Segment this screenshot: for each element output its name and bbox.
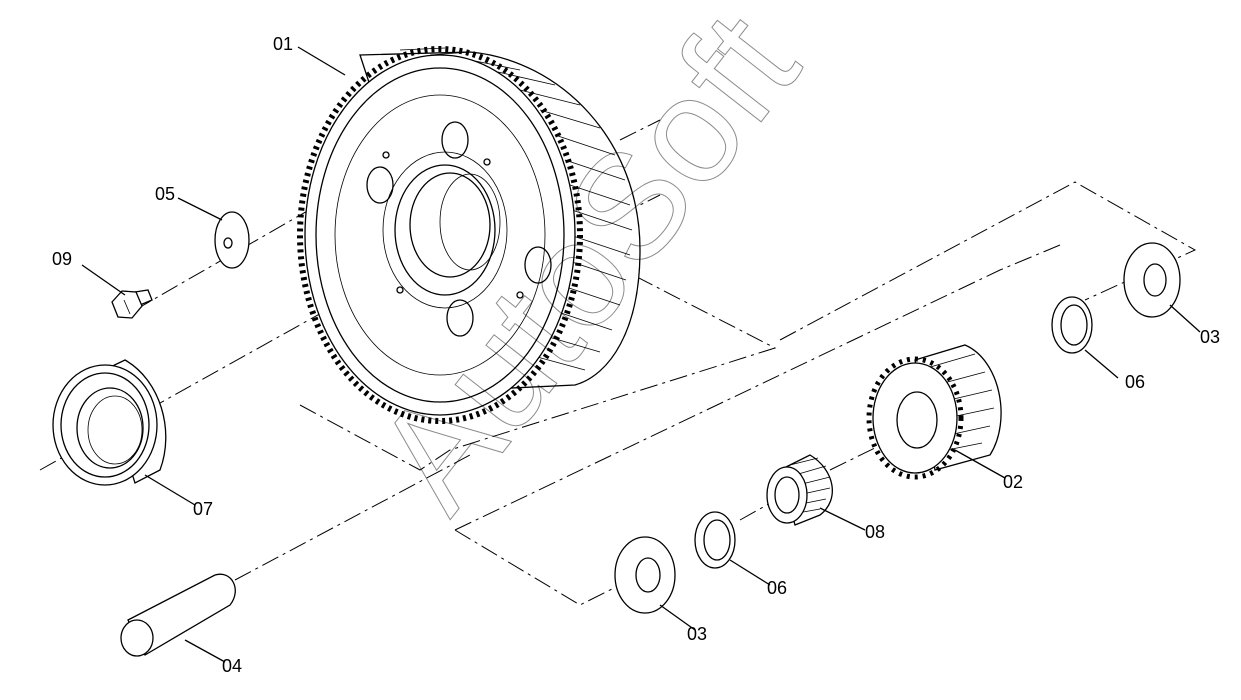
washer-03-upper (1123, 242, 1181, 318)
gear-01 (297, 46, 641, 424)
label-09: 09 (52, 249, 72, 269)
label-04: 04 (222, 656, 242, 676)
label-02: 02 (1003, 472, 1023, 492)
label-07: 07 (193, 499, 213, 519)
bearing-07 (52, 359, 167, 486)
washer-03-lower (614, 536, 676, 614)
label-05: 05 (155, 184, 175, 204)
label-01: 01 (273, 34, 293, 54)
label-06-lower: 06 (767, 578, 787, 598)
label-06-upper: 06 (1125, 372, 1145, 392)
washer-05 (214, 211, 250, 269)
leader-lines (81, 46, 1201, 663)
label-08: 08 (865, 522, 885, 542)
label-03-upper: 03 (1200, 327, 1220, 347)
gear-02 (866, 344, 1002, 480)
ring-06-lower (694, 511, 736, 569)
pin-04 (120, 573, 236, 657)
label-03-lower: 03 (687, 624, 707, 644)
bolt-09 (111, 289, 153, 319)
needle-bearing-08 (766, 454, 833, 526)
ring-06-upper (1051, 296, 1093, 354)
